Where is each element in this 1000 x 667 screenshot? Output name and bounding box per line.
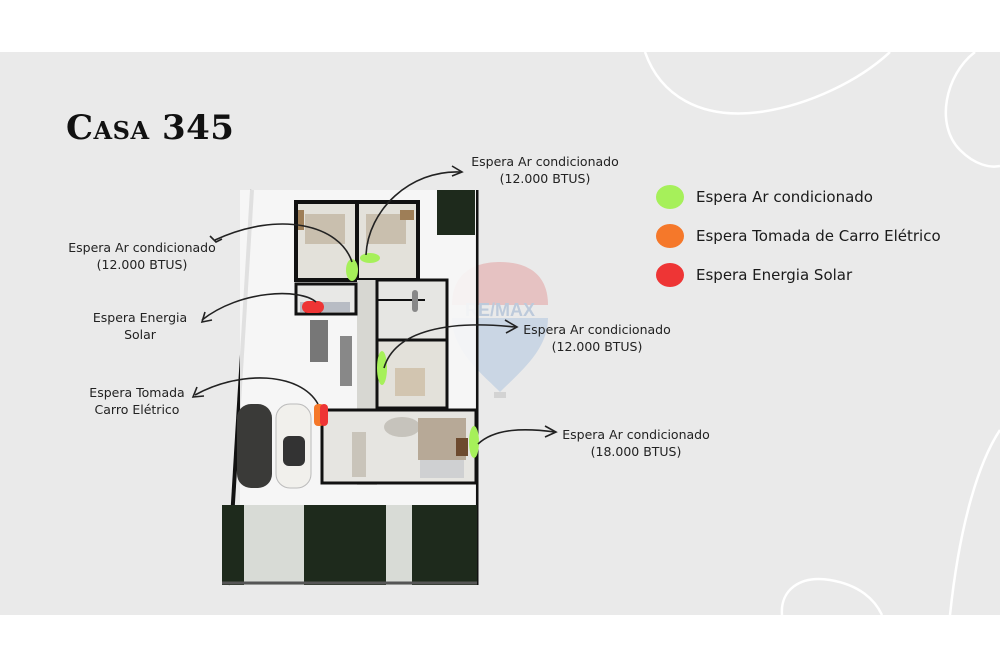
annotation-line2: (12.000 BTUS): [96, 257, 188, 272]
annotation-ac-top: Espera Ar condicionado (12.000 BTUS): [470, 153, 620, 187]
annotation-line1: Espera Energia: [92, 310, 188, 325]
legend-label: Espera Tomada de Carro Elétrico: [696, 227, 941, 245]
annotation-line2: (12.000 BTUS): [551, 339, 643, 354]
legend-item-ac: Espera Ar condicionado: [656, 184, 941, 210]
annotation-solar: Espera Energia Solar: [90, 309, 190, 343]
svg-text:RE/MAX: RE/MAX: [465, 300, 535, 320]
red-dot-icon: [656, 263, 684, 287]
green-dot-icon: [656, 185, 684, 209]
legend: Espera Ar condicionado Espera Tomada de …: [656, 184, 941, 301]
annotation-line2: (18.000 BTUS): [590, 444, 682, 459]
annotation-ac-mid: Espera Ar condicionado (12.000 BTUS): [522, 321, 672, 355]
legend-item-car-charger: Espera Tomada de Carro Elétrico: [656, 223, 941, 249]
page-title: Casa 345: [66, 108, 235, 148]
annotation-ac-left: Espera Ar condicionado (12.000 BTUS): [66, 239, 218, 273]
legend-label: Espera Ar condicionado: [696, 188, 873, 206]
slide-panel: [0, 52, 1000, 615]
annotation-line1: Espera Ar condicionado: [562, 427, 710, 442]
annotation-line2: Solar: [124, 327, 156, 342]
decorative-curves: [643, 52, 1000, 615]
annotation-line2: Carro Elétrico: [94, 402, 180, 417]
annotation-car: Espera Tomada Carro Elétrico: [82, 384, 192, 418]
annotation-line1: Espera Tomada: [89, 385, 185, 400]
annotation-line1: Espera Ar condicionado: [68, 240, 216, 255]
annotation-line1: Espera Ar condicionado: [523, 322, 671, 337]
annotation-ac-living: Espera Ar condicionado (18.000 BTUS): [560, 426, 712, 460]
legend-label: Espera Energia Solar: [696, 266, 853, 284]
orange-dot-icon: [656, 224, 684, 248]
annotation-line1: Espera Ar condicionado: [471, 154, 619, 169]
legend-item-solar: Espera Energia Solar: [656, 262, 941, 288]
annotation-line2: (12.000 BTUS): [499, 171, 591, 186]
